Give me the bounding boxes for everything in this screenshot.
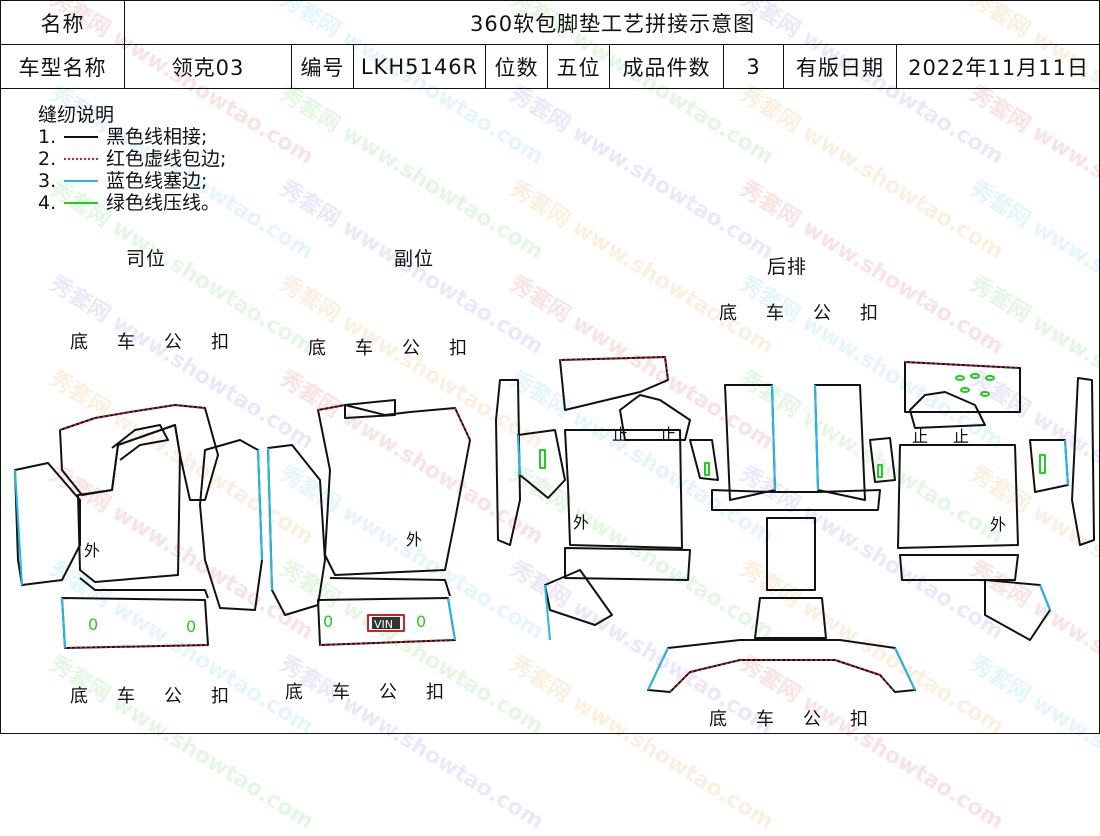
rear-green-bar-mid	[705, 463, 709, 475]
driver-bottom-blue	[62, 598, 65, 648]
rear-green-dot	[981, 392, 989, 396]
driver-top-piece	[60, 405, 218, 500]
rear-green-bar-right-mid	[878, 465, 882, 477]
rear-top-left-bar-red	[560, 357, 668, 380]
rear-center-block	[767, 518, 815, 590]
rear-right-small-blue	[1065, 440, 1068, 485]
rear-left-column	[496, 380, 520, 545]
rear-green-dot	[956, 376, 964, 380]
rear-left-small	[518, 430, 565, 498]
rear-top-right-bar	[905, 362, 1020, 412]
driver-zero-mark-right: 0	[186, 617, 196, 636]
passenger-main-floor	[318, 405, 470, 575]
passenger-mat-group: VIN 外 0 0	[268, 400, 470, 645]
driver-right-piece	[200, 440, 262, 610]
passenger-left-flap-blue	[268, 448, 272, 590]
rear-lower-right-a	[900, 555, 1018, 580]
rear-center-column-left	[725, 385, 775, 500]
rear-right-outside-mark: 外	[990, 515, 1006, 534]
passenger-inner-tab	[345, 400, 395, 418]
rear-green-bar-right	[1040, 455, 1045, 473]
rear-green-dot	[961, 388, 969, 392]
pattern-drawing: 外 0 0 VIN 外 0 0	[0, 0, 1100, 734]
rear-top-left-bar	[560, 357, 668, 410]
rear-green-dot	[971, 374, 979, 378]
rear-center-column-right	[815, 385, 865, 500]
rear-stop-mark: 止	[912, 427, 928, 446]
rear-center-lower	[755, 598, 826, 638]
driver-zero-mark-left: 0	[88, 615, 98, 634]
vin-label: VIN	[374, 618, 393, 631]
rear-right-small	[1030, 440, 1068, 492]
rear-bottom-arch-blue-l	[648, 648, 668, 690]
driver-bottom-red	[65, 645, 208, 648]
passenger-outside-mark: 外	[406, 530, 422, 549]
rear-center-bridge	[712, 490, 880, 510]
rear-stop-mark: 止	[953, 427, 969, 446]
driver-top-piece-red-edge	[60, 405, 205, 430]
rear-bottom-arch	[648, 640, 915, 692]
rear-right-column	[1072, 378, 1094, 545]
rear-bottom-arch-red	[670, 660, 895, 692]
passenger-bottom-join	[330, 578, 450, 596]
rear-right-hump	[910, 392, 985, 428]
rear-left-outside-mark: 外	[573, 513, 589, 532]
rear-bottom-arch-blue-r	[895, 648, 915, 690]
rear-center-column-right-blue	[815, 385, 818, 490]
driver-mat-group: 外 0 0	[15, 405, 262, 648]
rear-green-dot	[986, 376, 994, 380]
passenger-bottom-blue	[448, 598, 455, 640]
rear-mat-group: 止 止 外 止 止 外	[496, 357, 1094, 692]
rear-stop-mark: 止	[660, 425, 676, 444]
rear-green-bar-left	[540, 450, 545, 468]
passenger-left-flap	[268, 445, 325, 615]
rear-stop-mark: 止	[612, 425, 628, 444]
driver-outside-mark: 外	[84, 541, 100, 560]
driver-right-piece-blue	[258, 450, 262, 560]
passenger-zero-mark-right: 0	[416, 612, 426, 631]
rear-center-column-left-blue	[772, 385, 775, 490]
rear-lower-right-b	[985, 580, 1050, 640]
rear-lower-right-blue	[1040, 585, 1050, 610]
passenger-zero-mark-left: 0	[323, 612, 333, 631]
